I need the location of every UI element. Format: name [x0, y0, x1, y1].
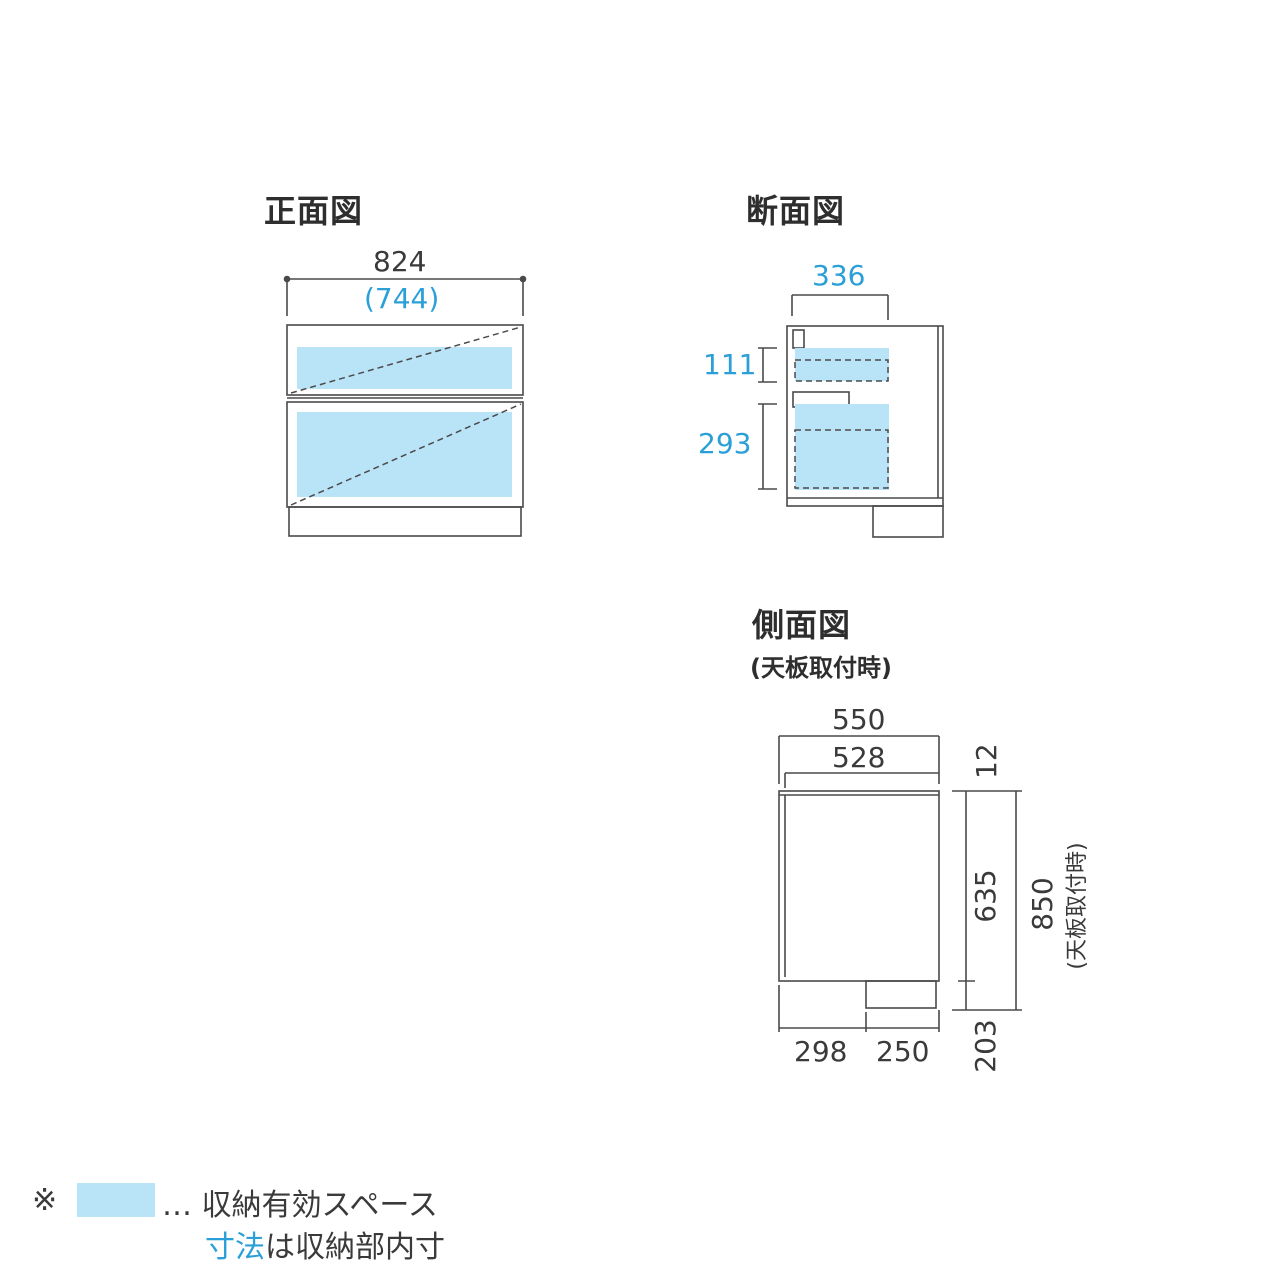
side-front-part: 298 [794, 1035, 848, 1068]
side-body-height: 635 [969, 869, 1002, 923]
side-view-drawing [778, 735, 1022, 1032]
legend-dimension-note: 寸法は収納部内寸 [205, 1222, 445, 1266]
front-view-drawing [283, 275, 527, 537]
legend-mark: ※ [32, 1183, 58, 1218]
side-back-part: 250 [876, 1035, 930, 1068]
front-width-inner: (744) [364, 282, 440, 315]
side-depth-body: 528 [832, 741, 886, 774]
storage-areas [297, 347, 889, 497]
front-width-outer: 824 [373, 245, 427, 278]
legend-swatch [77, 1183, 155, 1217]
section-depth-inner: 336 [812, 259, 866, 292]
legend-dimension-rest: は収納部内寸 [265, 1230, 445, 1265]
section-lower-height: 293 [698, 427, 752, 460]
front-view-title: 正面図 [264, 192, 364, 230]
section-view-drawing [758, 294, 944, 538]
side-plinth-height: 203 [969, 1019, 1002, 1073]
side-total-height-note: (天板取付時) [1065, 842, 1090, 970]
side-total-height: 850 [1026, 877, 1059, 931]
side-depth-total: 550 [832, 703, 886, 736]
hidden-lines [290, 326, 889, 506]
section-view-title: 断面図 [746, 192, 846, 230]
side-view-title: 側面図 [752, 606, 852, 644]
section-upper-height: 111 [703, 348, 757, 381]
side-view-subtitle: (天板取付時) [750, 654, 892, 682]
legend-storage-text: … 収納有効スペース [162, 1188, 438, 1223]
side-top-thickness: 12 [970, 743, 1003, 779]
legend-dimension-word: 寸法 [205, 1230, 265, 1265]
